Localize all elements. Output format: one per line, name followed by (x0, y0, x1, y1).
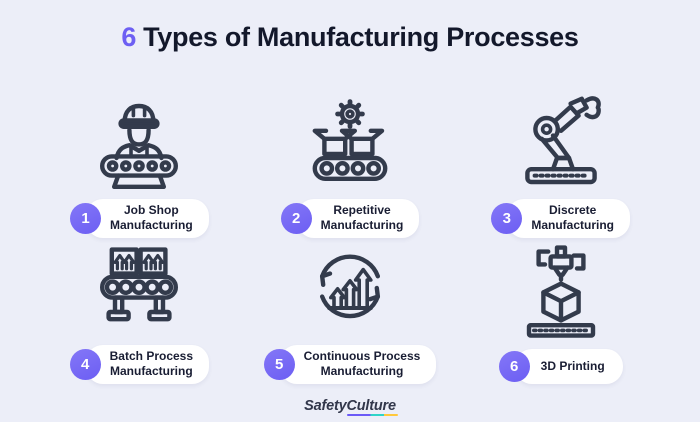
title-number: 6 (121, 22, 137, 52)
number-badge: 3 (491, 202, 523, 234)
label-line1: Repetitive (333, 202, 391, 217)
gear-boxes-conveyor-icon (302, 92, 398, 192)
item-card-continuous-process: 5 Continuous Process Manufacturing (245, 238, 456, 384)
brand-culture-text: Culture (346, 398, 396, 414)
item-label-group: 1 Job Shop Manufacturing (69, 198, 209, 238)
3d-printer-icon (513, 238, 609, 342)
item-label-group: 2 Repetitive Manufacturing (280, 198, 420, 238)
label-pill: Repetitive Manufacturing (296, 198, 420, 238)
item-card-repetitive: 2 Repetitive Manufacturing (245, 92, 456, 238)
item-label-group: 6 3D Printing (498, 349, 623, 384)
label-pill: Job Shop Manufacturing (85, 198, 209, 238)
title-text: Types of Manufacturing Processes (143, 22, 579, 52)
label-pill: Batch Process Manufacturing (85, 344, 210, 384)
label-line1: Discrete (548, 202, 597, 217)
label-pill: 3D Printing (514, 349, 623, 384)
cycle-arrows-icon (302, 238, 398, 338)
label-pill: Discrete Manufacturing (507, 198, 630, 238)
item-card-3d-printing: 6 3D Printing (455, 238, 666, 384)
item-card-discrete: 3 Discrete Manufacturing (455, 92, 666, 238)
item-card-batch-process: 4 Batch Process Manufacturing (34, 238, 245, 384)
items-grid: 1 Job Shop Manufacturing (0, 92, 700, 384)
item-label-group: 3 Discrete Manufacturing (491, 198, 630, 238)
safetyculture-logo: SafetyCulture (304, 398, 398, 416)
label-line2: Manufacturing (109, 218, 193, 233)
brand-safety-text: Safety (304, 398, 347, 414)
label-line2: Manufacturing (531, 218, 614, 233)
number-badge: 5 (263, 348, 295, 380)
item-label-group: 4 Batch Process Manufacturing (69, 344, 210, 384)
label-line2: Manufacturing (320, 218, 404, 233)
item-label-group: 5 Continuous Process Manufacturing (263, 344, 437, 384)
robotic-arm-icon (513, 92, 609, 192)
worker-conveyor-icon (91, 92, 187, 192)
label-line1: Batch Process (109, 348, 194, 363)
label-pill: Continuous Process Manufacturing (279, 344, 437, 384)
label-line1: Continuous Process (303, 348, 421, 363)
number-badge: 2 (280, 202, 312, 234)
number-badge: 1 (69, 202, 101, 234)
brand-culture-wrap: Culture (346, 398, 398, 416)
batch-boxes-conveyor-icon (91, 238, 187, 338)
number-badge: 6 (498, 351, 530, 382)
number-badge: 4 (69, 348, 101, 380)
label-line1: 3D Printing (540, 358, 605, 373)
brand-underline (347, 413, 398, 416)
label-line1: Job Shop (123, 202, 179, 217)
label-line2: Manufacturing (109, 364, 193, 379)
item-card-job-shop: 1 Job Shop Manufacturing (34, 92, 245, 238)
label-line2: Manufacturing (320, 364, 404, 379)
